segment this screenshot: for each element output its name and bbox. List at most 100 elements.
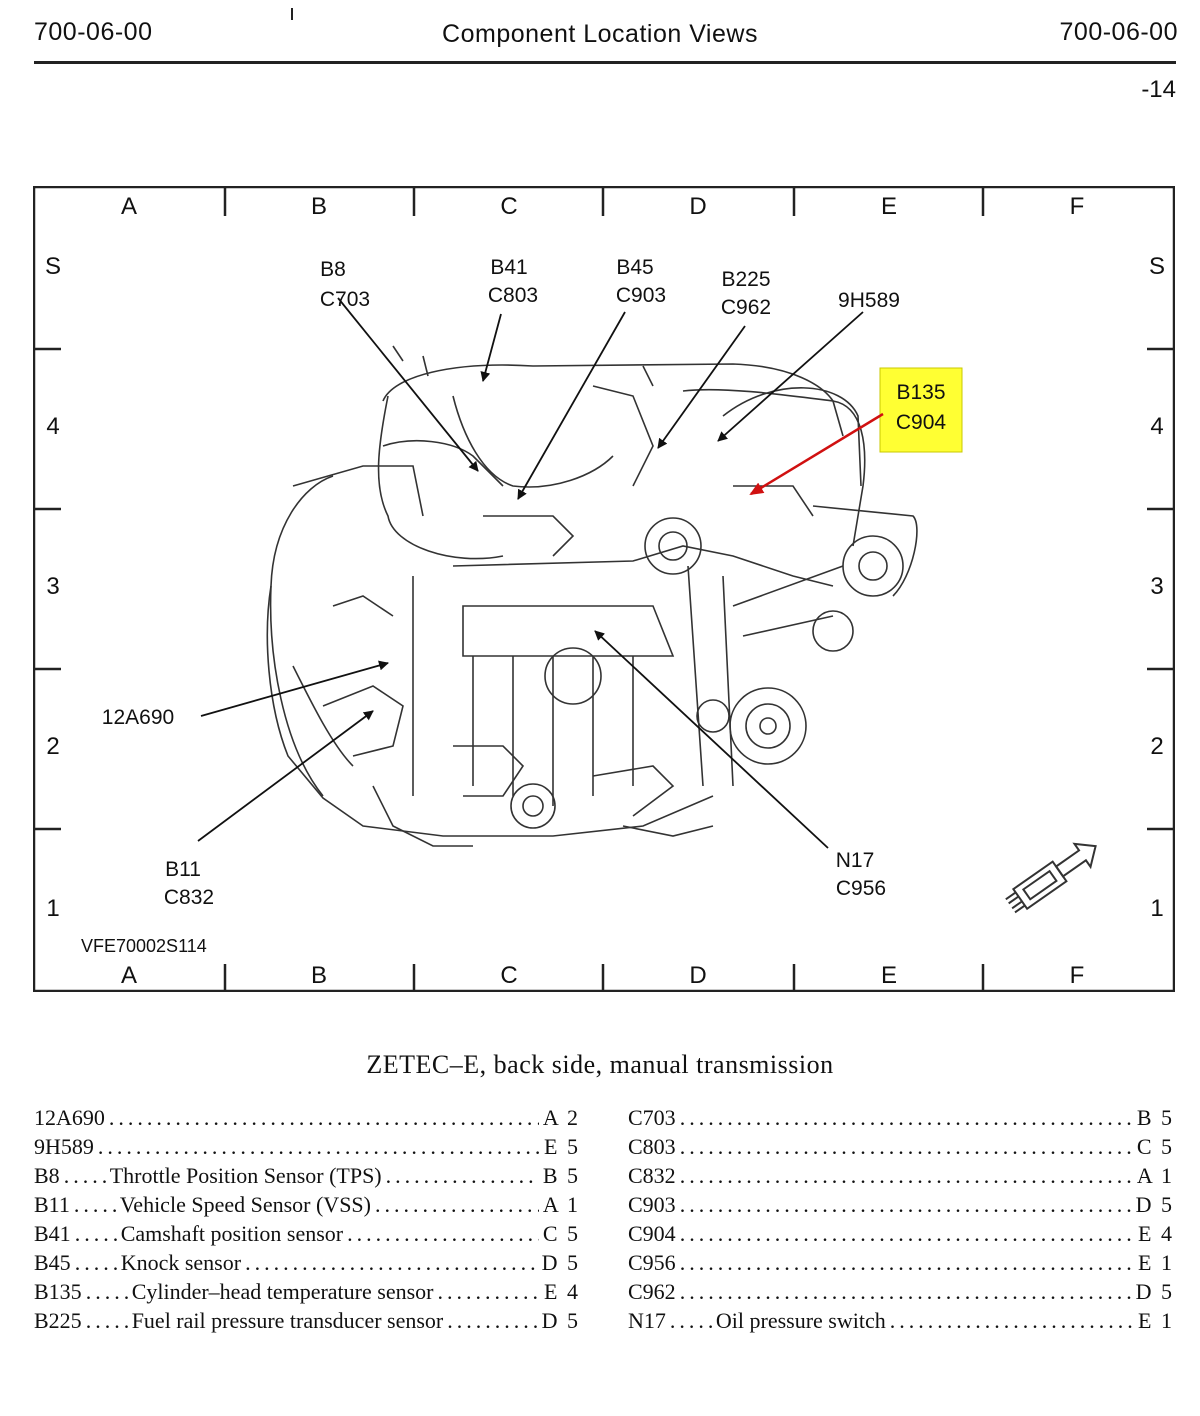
grid-row-s-right: S: [1149, 253, 1165, 280]
legend-description: Fuel rail pressure transducer sensor: [131, 1308, 444, 1333]
legend-grid-location: C 5: [542, 1221, 580, 1246]
callout-b41-line1: B41: [490, 256, 527, 279]
legend-row: C703 B 5: [628, 1105, 1174, 1134]
legend-leader-dots: [375, 1192, 539, 1218]
legend-grid-location: D 5: [1135, 1192, 1174, 1217]
grid-col-c-bottom: C: [500, 962, 517, 989]
legend-row: C803 C 5: [628, 1134, 1174, 1163]
engine-drawing: [266, 345, 918, 847]
legend-description: Throttle Position Sensor (TPS): [109, 1163, 382, 1188]
grid-row-1-left: 1: [46, 895, 59, 922]
legend-leader-dots: [386, 1163, 539, 1189]
header-doc-number-left: 700-06-00: [34, 18, 153, 46]
callout-b45-line2: C903: [616, 284, 666, 307]
legend-row: B225Fuel rail pressure transducer sensor…: [34, 1308, 580, 1337]
grid-col-d-top: D: [689, 193, 706, 220]
legend-code: C703: [628, 1105, 676, 1130]
legend-grid-location: E 1: [1138, 1250, 1174, 1275]
figure-id: VFE70002S114: [81, 936, 207, 956]
callout-b225-line1: B225: [721, 268, 770, 291]
grid-row-3-right: 3: [1150, 573, 1163, 600]
diagram-frame: [33, 186, 1175, 992]
grid-col-c-top: C: [500, 193, 517, 220]
grid-row-2-right: 2: [1150, 733, 1163, 760]
legend-leader-dots: [680, 1250, 1134, 1276]
legend-grid-location: B 5: [1136, 1105, 1174, 1130]
legend-code: C962: [628, 1279, 676, 1304]
legend-description: Oil pressure switch: [715, 1308, 886, 1333]
legend-leader-dots: [75, 1250, 117, 1276]
legend-leader-dots: [74, 1192, 116, 1218]
legend-code: C956: [628, 1250, 676, 1275]
legend-row: B45Knock sensorD 5: [34, 1250, 580, 1279]
legend-grid-location: A 1: [1136, 1163, 1174, 1188]
grid-row-4-right: 4: [1150, 413, 1163, 440]
component-location-diagram: A B C D E F A B C D E F S 4 3 2 1 S 4 3 …: [33, 186, 1175, 992]
legend-description: Cylinder–head temperature sensor: [131, 1279, 434, 1304]
legend-row: C962 D 5: [628, 1279, 1174, 1308]
legend-leader-dots: [680, 1105, 1133, 1131]
legend-grid-location: D 5: [1135, 1279, 1174, 1304]
legend-leader-dots: [670, 1308, 712, 1334]
legend-leader-dots: [109, 1105, 539, 1131]
legend-row: 9H589E 5: [34, 1134, 580, 1163]
grid-col-e-bottom: E: [881, 962, 897, 989]
leader-lines: [197, 297, 864, 849]
highlight-arrow: [749, 412, 884, 496]
callout-b8-line2: C703: [320, 288, 370, 311]
legend-leader-dots: [75, 1221, 117, 1247]
legend-leader-dots: [98, 1134, 540, 1160]
grid-row-s-left: S: [45, 253, 61, 280]
grid-row-4-left: 4: [46, 413, 59, 440]
callout-b135-line2: C904: [896, 411, 947, 434]
legend-code: C903: [628, 1192, 676, 1217]
grid-row-3-left: 3: [46, 573, 59, 600]
grid-col-a-bottom: A: [121, 962, 137, 989]
callout-b45-line1: B45: [616, 256, 653, 279]
legend-leader-dots: [680, 1134, 1133, 1160]
header-title: Component Location Views: [442, 20, 758, 48]
grid-col-f-top: F: [1070, 193, 1085, 220]
callout-b11-line2: C832: [164, 886, 214, 909]
legend-leader-dots: [86, 1308, 128, 1334]
legend-row: N17Oil pressure switchE 1: [628, 1308, 1174, 1337]
header-rule: [34, 61, 1176, 64]
legend-row: C904E 4: [628, 1221, 1174, 1250]
legend-code: B11: [34, 1192, 70, 1217]
grid-col-a-top: A: [121, 193, 137, 220]
legend-leader-dots: [680, 1279, 1132, 1305]
callout-n17-line1: N17: [836, 849, 875, 872]
grid-row-1-right: 1: [1150, 895, 1163, 922]
legend-leader-dots: [447, 1308, 537, 1334]
grid-col-b-bottom: B: [311, 962, 327, 989]
callout-b225-line2: C962: [721, 296, 771, 319]
callout-12a690: 12A690: [102, 706, 174, 729]
legend-grid-location: D 5: [541, 1308, 580, 1333]
legend-leader-dots: [347, 1221, 539, 1247]
legend-code: B135: [34, 1279, 82, 1304]
legend-row: B135 Cylinder–head temperature sensor E 4: [34, 1279, 580, 1308]
legend-code: C803: [628, 1134, 676, 1159]
legend-code: C832: [628, 1163, 676, 1188]
legend-row: B11Vehicle Speed Sensor (VSS)A 1: [34, 1192, 580, 1221]
grid-col-b-top: B: [311, 193, 327, 220]
legend-grid-location: E 4: [544, 1279, 580, 1304]
legend-row: C903 D 5: [628, 1192, 1174, 1221]
legend-leader-dots: [680, 1221, 1134, 1247]
legend-description: Camshaft position sensor: [120, 1221, 344, 1246]
legend-grid-location: C 5: [1136, 1134, 1174, 1159]
legend-code: 9H589: [34, 1134, 94, 1159]
grid-ticks: [35, 188, 1173, 990]
legend-grid-location: E 4: [1138, 1221, 1174, 1246]
grid-row-2-left: 2: [46, 733, 59, 760]
callout-b135-line1: B135: [896, 381, 945, 404]
connector-icon: [1005, 842, 1097, 914]
legend-leader-dots: [437, 1279, 540, 1305]
callout-9h589: 9H589: [838, 289, 900, 312]
legend-row: C832 A 1: [628, 1163, 1174, 1192]
legend-row: C956 E 1: [628, 1250, 1174, 1279]
legend-description: Vehicle Speed Sensor (VSS): [119, 1192, 371, 1217]
legend-row: B8Throttle Position Sensor (TPS)B 5: [34, 1163, 580, 1192]
legend-leader-dots: [64, 1163, 106, 1189]
